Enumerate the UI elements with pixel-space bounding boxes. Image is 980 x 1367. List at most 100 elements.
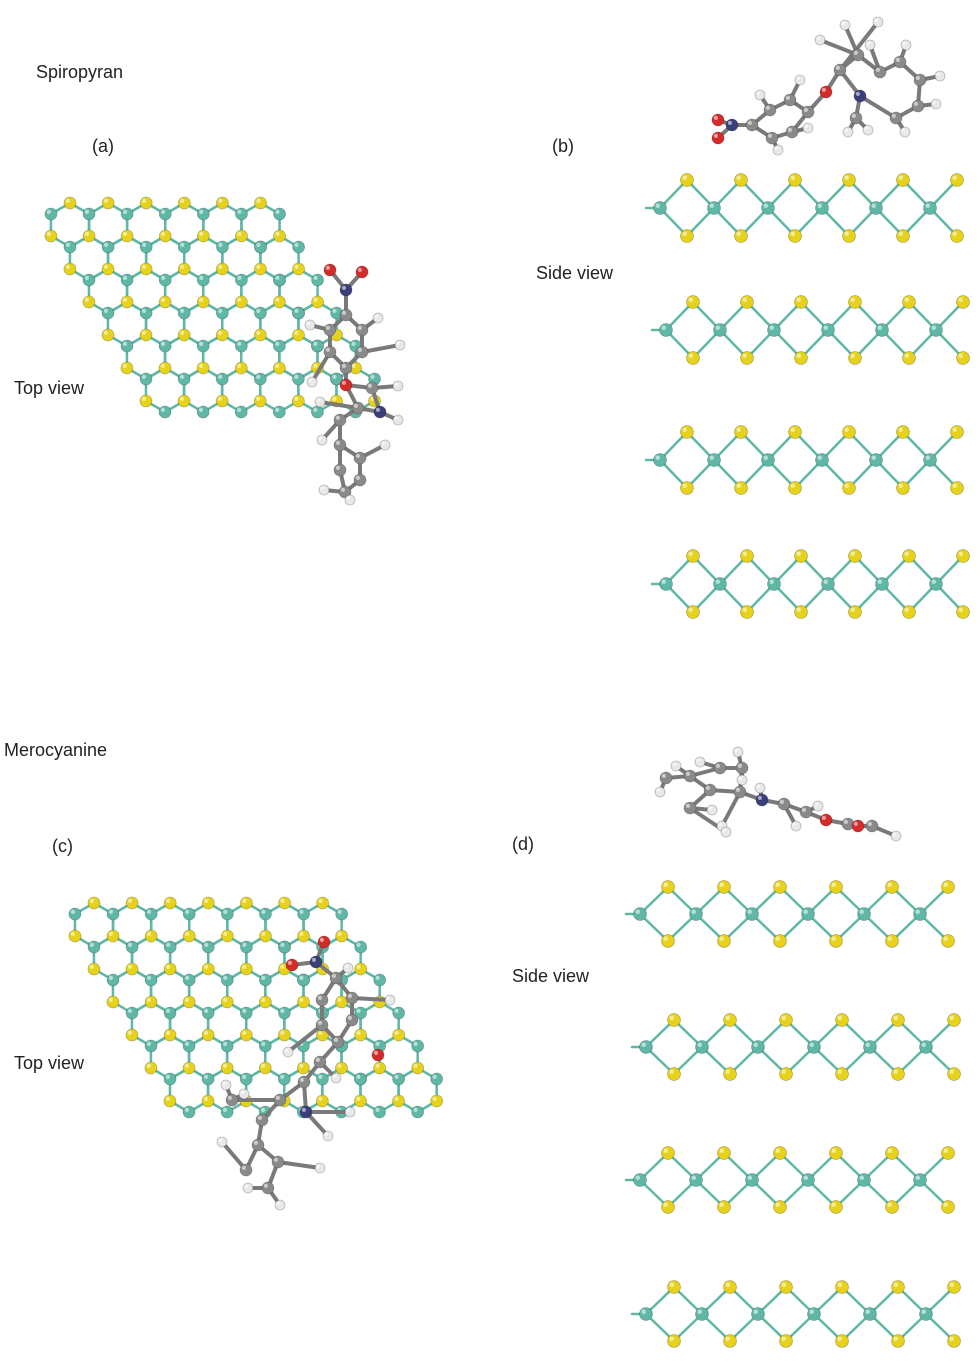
metal-atom xyxy=(689,1173,703,1187)
atom-highlight xyxy=(394,1096,399,1101)
atom-highlight xyxy=(318,1030,323,1035)
metal-atom xyxy=(713,577,727,591)
sulfur-atom xyxy=(139,394,153,408)
panel-a-label: (a) xyxy=(92,136,114,156)
atom-highlight xyxy=(357,267,362,272)
atom-highlight xyxy=(108,931,114,937)
atom-highlight xyxy=(46,209,51,214)
atom-highlight xyxy=(218,308,223,313)
metal-atom xyxy=(144,907,158,921)
atom-highlight xyxy=(853,50,859,56)
sulfur-atom xyxy=(254,262,267,276)
atom-highlight xyxy=(737,763,743,769)
sulfur-atom xyxy=(896,425,910,439)
atom-highlight xyxy=(904,353,909,358)
sulfur-atom xyxy=(106,995,120,1009)
carbon-atom xyxy=(339,361,353,375)
carbon-atom xyxy=(251,1138,265,1152)
atom-highlight xyxy=(242,1030,247,1035)
metal-atom xyxy=(292,372,305,386)
metal-atom xyxy=(745,907,759,921)
metal-atom xyxy=(239,1072,253,1086)
atom-highlight xyxy=(332,396,337,401)
atom-highlight xyxy=(122,209,128,214)
metal-atom xyxy=(297,973,310,987)
sulfur-atom xyxy=(220,1061,234,1075)
atom-highlight xyxy=(719,1148,724,1153)
sulfur-atom xyxy=(842,229,856,243)
atom-highlight xyxy=(877,325,882,330)
hydrogen-atom xyxy=(794,74,806,86)
metal-atom xyxy=(163,940,177,954)
atom-highlight xyxy=(804,124,808,128)
atom-highlight xyxy=(341,310,346,315)
metal-atom xyxy=(767,323,781,337)
atom-highlight xyxy=(893,1336,898,1341)
sulfur-atom xyxy=(680,173,694,187)
atom-highlight xyxy=(223,975,228,981)
atom-highlight xyxy=(866,41,870,45)
atom-highlight xyxy=(925,203,930,209)
atom-highlight xyxy=(180,308,185,313)
atom-highlight xyxy=(823,579,828,584)
atom-highlight xyxy=(375,1107,380,1112)
atom-highlight xyxy=(294,308,299,313)
sulfur-atom xyxy=(354,1094,367,1108)
atom-highlight xyxy=(831,1148,836,1153)
atom-highlight xyxy=(356,942,361,948)
sulfur-atom xyxy=(158,361,172,375)
metal-atom xyxy=(253,372,267,386)
atom-highlight xyxy=(394,416,398,420)
metal-atom xyxy=(354,1072,367,1086)
atom-highlight xyxy=(257,1115,262,1120)
bond xyxy=(276,1160,322,1170)
atom-highlight xyxy=(237,275,242,280)
sulfur-atom xyxy=(354,1028,367,1042)
atom-highlight xyxy=(837,1336,842,1341)
carbon-atom xyxy=(333,438,347,452)
atom-highlight xyxy=(218,374,223,379)
metal-atom xyxy=(311,339,324,353)
nitrogen-atom xyxy=(755,793,769,807)
sulfur-atom xyxy=(773,934,787,948)
atom-highlight xyxy=(185,931,190,937)
atom-highlight xyxy=(142,198,147,203)
atom-highlight xyxy=(936,72,940,76)
sulfur-atom xyxy=(87,962,101,976)
sulfur-atom xyxy=(101,262,115,276)
sulfur-atom xyxy=(258,995,272,1009)
metal-atom xyxy=(273,273,286,287)
atom-highlight xyxy=(753,1042,758,1047)
atom-highlight xyxy=(184,1107,189,1112)
sulfur-atom xyxy=(686,549,700,563)
carbon-atom xyxy=(333,413,347,427)
side-view-layer xyxy=(644,173,964,243)
atom-highlight xyxy=(179,374,185,379)
hydrogen-atom xyxy=(322,1130,334,1142)
sulfur-atom xyxy=(947,1334,961,1348)
sulfur-atom xyxy=(885,1200,899,1214)
atom-highlight xyxy=(887,936,892,941)
atom-highlight xyxy=(715,763,721,769)
metal-atom xyxy=(220,1039,234,1053)
atom-highlight xyxy=(199,341,204,346)
atom-highlight xyxy=(850,353,855,358)
atom-highlight xyxy=(306,321,310,325)
atom-highlight xyxy=(275,297,280,302)
metal-atom xyxy=(44,207,58,221)
atom-highlight xyxy=(949,1015,954,1020)
atom-highlight xyxy=(294,374,299,379)
sulfur-atom xyxy=(885,880,899,894)
atom-highlight xyxy=(108,975,113,981)
atom-highlight xyxy=(146,931,152,937)
atom-highlight xyxy=(146,975,152,981)
lattice-top-view xyxy=(68,896,444,1119)
atom-highlight xyxy=(203,1030,209,1035)
carbon-atom xyxy=(683,801,697,815)
hydrogen-atom xyxy=(720,826,732,838)
metal-atom xyxy=(240,940,253,954)
metal-atom xyxy=(751,1040,765,1054)
hydrogen-atom xyxy=(282,1046,294,1058)
sulfur-atom xyxy=(835,1067,849,1081)
